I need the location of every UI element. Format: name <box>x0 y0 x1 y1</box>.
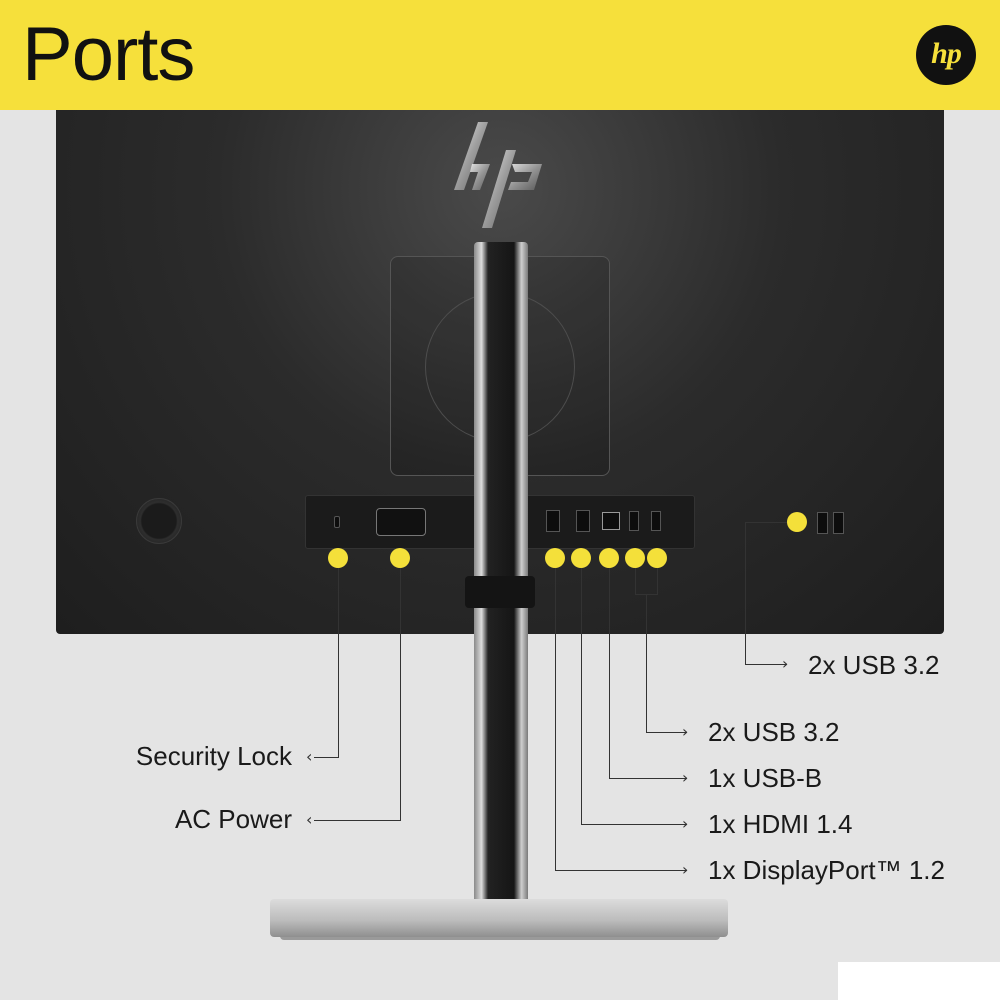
usb-a-port-1 <box>629 511 639 531</box>
leader-usb-rear-b <box>657 560 658 594</box>
leader-usb-rear-a <box>635 560 636 594</box>
corner-panel <box>838 962 1000 1000</box>
power-button <box>136 498 182 544</box>
leader-displayport <box>555 560 556 870</box>
displayport-port <box>576 510 590 532</box>
leader-usb-rear-h <box>646 732 687 733</box>
arrow-right-icon: › <box>782 654 789 673</box>
security-lock-slot <box>334 516 340 528</box>
page-title: Ports <box>22 12 195 97</box>
arrow-right-icon: › <box>682 722 689 741</box>
label-hdmi: 1x HDMI 1.4 <box>708 809 853 839</box>
hdmi-port <box>546 510 560 532</box>
side-usb-port-1 <box>817 512 828 534</box>
leader-security-lock-h <box>314 757 339 758</box>
label-ac-power: AC Power <box>174 804 292 834</box>
label-usb-rear: 2x USB 3.2 <box>708 717 840 747</box>
callout-dot-usb-side <box>787 512 807 532</box>
leader-hdmi-h <box>581 824 687 825</box>
callout-dot-security-lock <box>328 548 348 568</box>
header-banner: Ports hp <box>0 0 1000 110</box>
leader-security-lock <box>338 560 339 757</box>
leader-usb-b-h <box>609 778 687 779</box>
arrow-left-icon: ‹ <box>306 810 313 829</box>
label-usb-b: 1x USB-B <box>708 763 823 793</box>
cable-clip <box>465 576 535 608</box>
leader-ac-power-h <box>314 820 401 821</box>
arrow-right-icon: › <box>682 860 689 879</box>
label-displayport: 1x DisplayPort™ 1.2 <box>708 855 945 885</box>
callout-dot-usb-rear-1 <box>625 548 645 568</box>
leader-usb-side <box>745 522 746 664</box>
leader-displayport-h <box>555 870 687 871</box>
arrow-right-icon: › <box>682 768 689 787</box>
arrow-left-icon: ‹ <box>306 747 313 766</box>
callout-dot-usb-b <box>599 548 619 568</box>
label-usb-side: 2x USB 3.2 <box>808 650 940 680</box>
hp-logo-icon: hp <box>916 25 976 85</box>
leader-usb-b <box>609 560 610 778</box>
arrow-right-icon: › <box>682 814 689 833</box>
leader-usb-side-h2 <box>745 664 787 665</box>
label-security-lock: Security Lock <box>135 741 292 771</box>
ac-power-port <box>376 508 426 536</box>
callout-dot-displayport <box>571 548 591 568</box>
usb-a-port-2 <box>651 511 661 531</box>
stand-base <box>270 899 728 937</box>
leader-usb-side-h1 <box>745 522 790 523</box>
leader-ac-power <box>400 560 401 820</box>
callout-dot-usb-rear-2 <box>647 548 667 568</box>
callout-dot-hdmi <box>545 548 565 568</box>
side-usb-port-2 <box>833 512 844 534</box>
leader-usb-rear <box>646 594 647 732</box>
leader-hdmi <box>581 560 582 824</box>
callout-dot-ac-power <box>390 548 410 568</box>
usb-b-port <box>602 512 620 530</box>
rear-hp-logo-icon <box>454 122 542 228</box>
